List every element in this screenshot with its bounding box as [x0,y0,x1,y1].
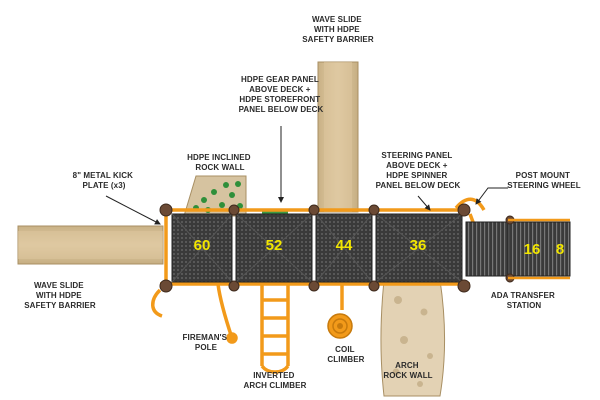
deck-height-labels: 60 52 44 36 16 8 [194,237,565,258]
label-coil-climber: COIL CLIMBER [327,345,364,364]
label-steering-wheel: POST MOUNT STEERING WHEEL [507,171,580,190]
leader-lines [105,126,508,225]
label-ada-transfer: ADA TRANSFER STATION [491,291,557,310]
gear-panel [262,209,288,215]
deck-height-36: 36 [410,237,427,254]
label-steering-panel: STEERING PANEL ABOVE DECK + HDPE SPINNER… [376,151,461,190]
label-gear-panel: HDPE GEAR PANEL ABOVE DECK + HDPE STOREF… [239,75,324,114]
label-wave-slide-left: WAVE SLIDE WITH HDPE SAFETY BARRIER [24,281,96,310]
deck-height-16: 16 [524,241,541,258]
label-inverted-arch-climber: INVERTED ARCH CLIMBER [244,371,307,390]
firemans-pole [216,283,238,344]
wave-slide-left [17,225,164,265]
arch-rock-wall [380,279,445,397]
label-wave-slide-top: WAVE SLIDE WITH HDPE SAFETY BARRIER [302,15,374,44]
inverted-arch-climber [260,284,290,374]
coil-climber [327,284,353,339]
transfer-rails [508,218,570,280]
ada-transfer-deck [507,221,571,277]
step-deck [465,221,509,277]
label-firemans-pole: FIREMAN'S POLE [183,333,230,352]
label-kick-plate: 8" METAL KICK PLATE (x3) [73,171,136,190]
deck-height-44: 44 [336,237,353,254]
deck-height-8: 8 [556,241,564,258]
label-inclined-rock-wall: HDPE INCLINED ROCK WALL [187,153,253,172]
deck-posts [159,203,515,293]
deck-pattern [171,213,463,283]
deck-height-60: 60 [194,237,211,254]
arch-rock-texture [392,296,433,387]
wave-slide-top [317,61,359,213]
deck-height-52: 52 [266,237,283,254]
callout-labels: WAVE SLIDE WITH HDPE SAFETY BARRIER HDPE… [24,15,580,390]
label-arch-rock-wall: ARCH ROCK WALL [383,361,432,380]
